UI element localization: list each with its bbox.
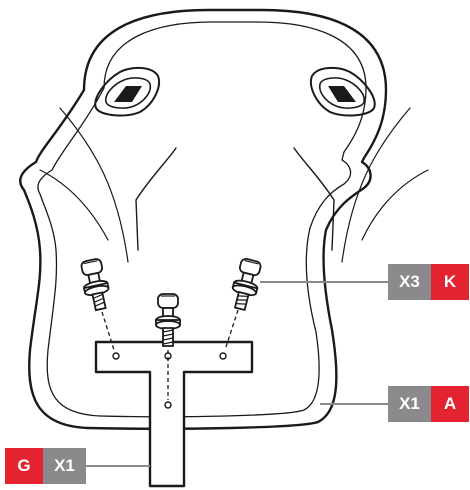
part-label-backrest: X1 A: [388, 386, 469, 422]
bolt-screw-right: [231, 257, 262, 312]
part-letter-badge: K: [431, 264, 469, 300]
right-center-seam: [293, 147, 335, 251]
part-label-bracket: G X1: [5, 448, 86, 484]
leader-lines: [86, 281, 388, 467]
left-headrest-slot: [94, 66, 160, 117]
quantity-badge: X1: [388, 386, 431, 422]
chair-backrest: [19, 8, 429, 430]
quantity-badge: X1: [43, 448, 86, 484]
bolt-screw-center: [155, 293, 181, 347]
part-letter-badge: A: [431, 386, 469, 422]
backrest-inner-outline: [37, 21, 367, 418]
guide-right: [224, 309, 239, 351]
left-center-seam: [135, 147, 177, 251]
quantity-badge: X3: [388, 264, 431, 300]
left-side-seam: [39, 169, 109, 241]
part-letter-badge: G: [5, 448, 43, 484]
t-bracket-body: [94, 340, 254, 488]
bracket-hole-stem: [164, 401, 172, 409]
t-bracket: [94, 340, 254, 488]
bracket-hole-left: [112, 352, 120, 360]
right-panel-seam: [341, 107, 411, 263]
alignment-guides: [101, 309, 239, 400]
right-headrest-slot: [310, 66, 376, 117]
bolt-screw-left: [80, 258, 110, 312]
backrest-outer-outline: [19, 8, 388, 430]
headrest-slots: [94, 66, 376, 117]
left-panel-seam: [59, 107, 129, 263]
bracket-hole-right: [219, 352, 227, 360]
part-label-screws: X3 K: [388, 264, 469, 300]
right-side-seam: [361, 169, 429, 241]
